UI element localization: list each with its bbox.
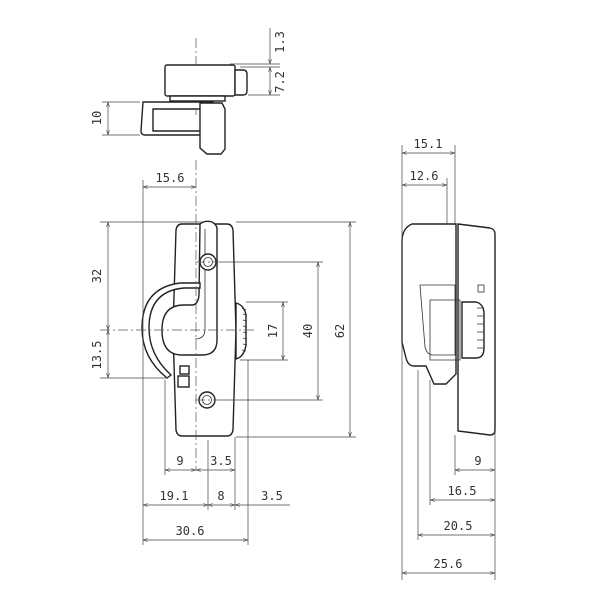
front-view: 15.6 32 13.5 17 40 62 9 3.5 19.1 8 3.5 3… [90,160,356,545]
dim-25-6: 25.6 [434,557,463,571]
body-top [164,64,236,97]
dim-20-5: 20.5 [444,519,473,533]
dim-15-6: 15.6 [156,171,185,185]
knob-top [234,69,248,96]
dim-9: 9 [176,454,183,468]
body-base [169,95,226,102]
dim-9-side: 9 [474,454,481,468]
side-indicator [477,284,485,293]
dim-10: 10 [90,111,104,125]
dim-40: 40 [301,324,315,338]
dim-30-6: 30.6 [176,524,205,538]
dim-62: 62 [333,324,347,338]
indicator-1 [179,365,190,375]
dim-12-6: 12.6 [410,169,439,183]
dim-3-5-b: 3.5 [261,489,283,503]
bracket-tab [199,102,226,155]
side-knob [461,301,485,359]
top-view: 1.3 7.2 10 [90,28,287,155]
dim-8: 8 [217,489,224,503]
dim-13-5: 13.5 [90,341,104,370]
side-body [401,223,457,385]
dim-3-5-a: 3.5 [210,454,232,468]
dim-15-1: 15.1 [414,137,443,151]
dim-1-3: 1.3 [273,31,287,53]
dim-32: 32 [90,269,104,283]
dim-19-1: 19.1 [160,489,189,503]
dim-16-5: 16.5 [448,484,477,498]
dim-7-2: 7.2 [273,71,287,93]
side-view: 15.1 12.6 9 16.5 20.5 25.6 [401,137,496,580]
hook [141,282,201,379]
dim-17: 17 [266,324,280,338]
indicator-2 [177,375,190,388]
